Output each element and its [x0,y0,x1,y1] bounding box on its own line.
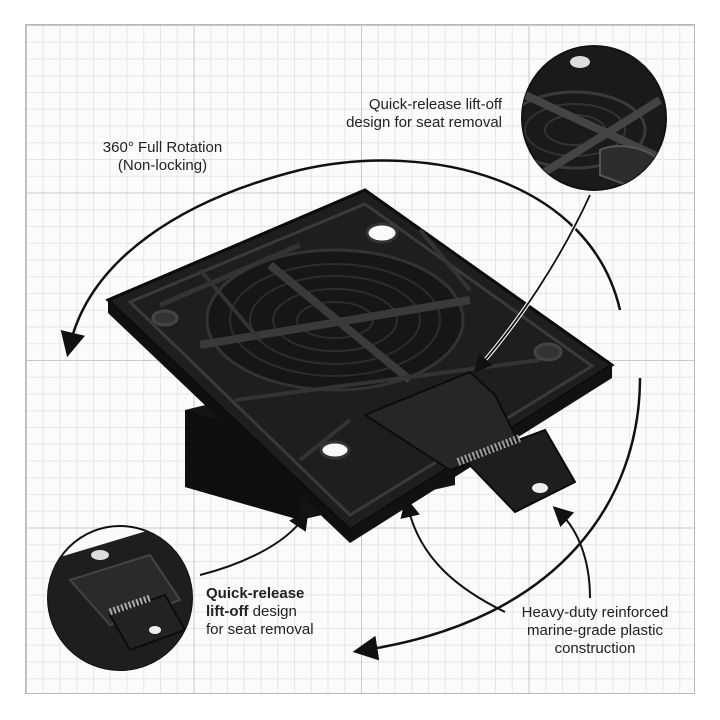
rotation-arrow-left [60,159,622,358]
top-release-callout-line1: Quick-release lift-off [368,96,502,113]
material-callout-line3: construction [554,640,636,657]
material-callout: Heavy-duty reinforced marine-grade plast… [510,604,680,658]
material-leader-arrow-right [552,506,591,599]
material-callout-line1: Heavy-duty reinforced [521,604,669,621]
rotation-callout-line2: (Non-locking) [117,157,208,174]
rotation-arrow-bottom [352,377,642,661]
bottom-release-callout: Quick-release lift-off design for seat r… [206,585,366,639]
rotation-callout-line1: 360° Full Rotation [102,139,223,156]
material-callout-line2: marine-grade plastic [527,622,663,639]
material-leader-arrow-left [400,497,506,613]
top-detail-inset [521,45,667,191]
bottom-inset-leader-arrow [199,509,309,576]
bottom-release-callout-line1: Quick-release [206,585,305,602]
bottom-release-callout-bold: lift-off [206,603,249,620]
bottom-detail-inset [47,525,193,671]
release-latch [362,370,577,514]
top-release-callout-line2: design for seat removal [346,114,502,131]
top-release-callout: Quick-release lift-off design for seat r… [300,96,502,132]
rotation-callout: 360° Full Rotation (Non-locking) [80,139,245,175]
bottom-release-callout-line3: for seat removal [206,621,314,638]
bottom-release-callout-rest: design [248,603,297,620]
